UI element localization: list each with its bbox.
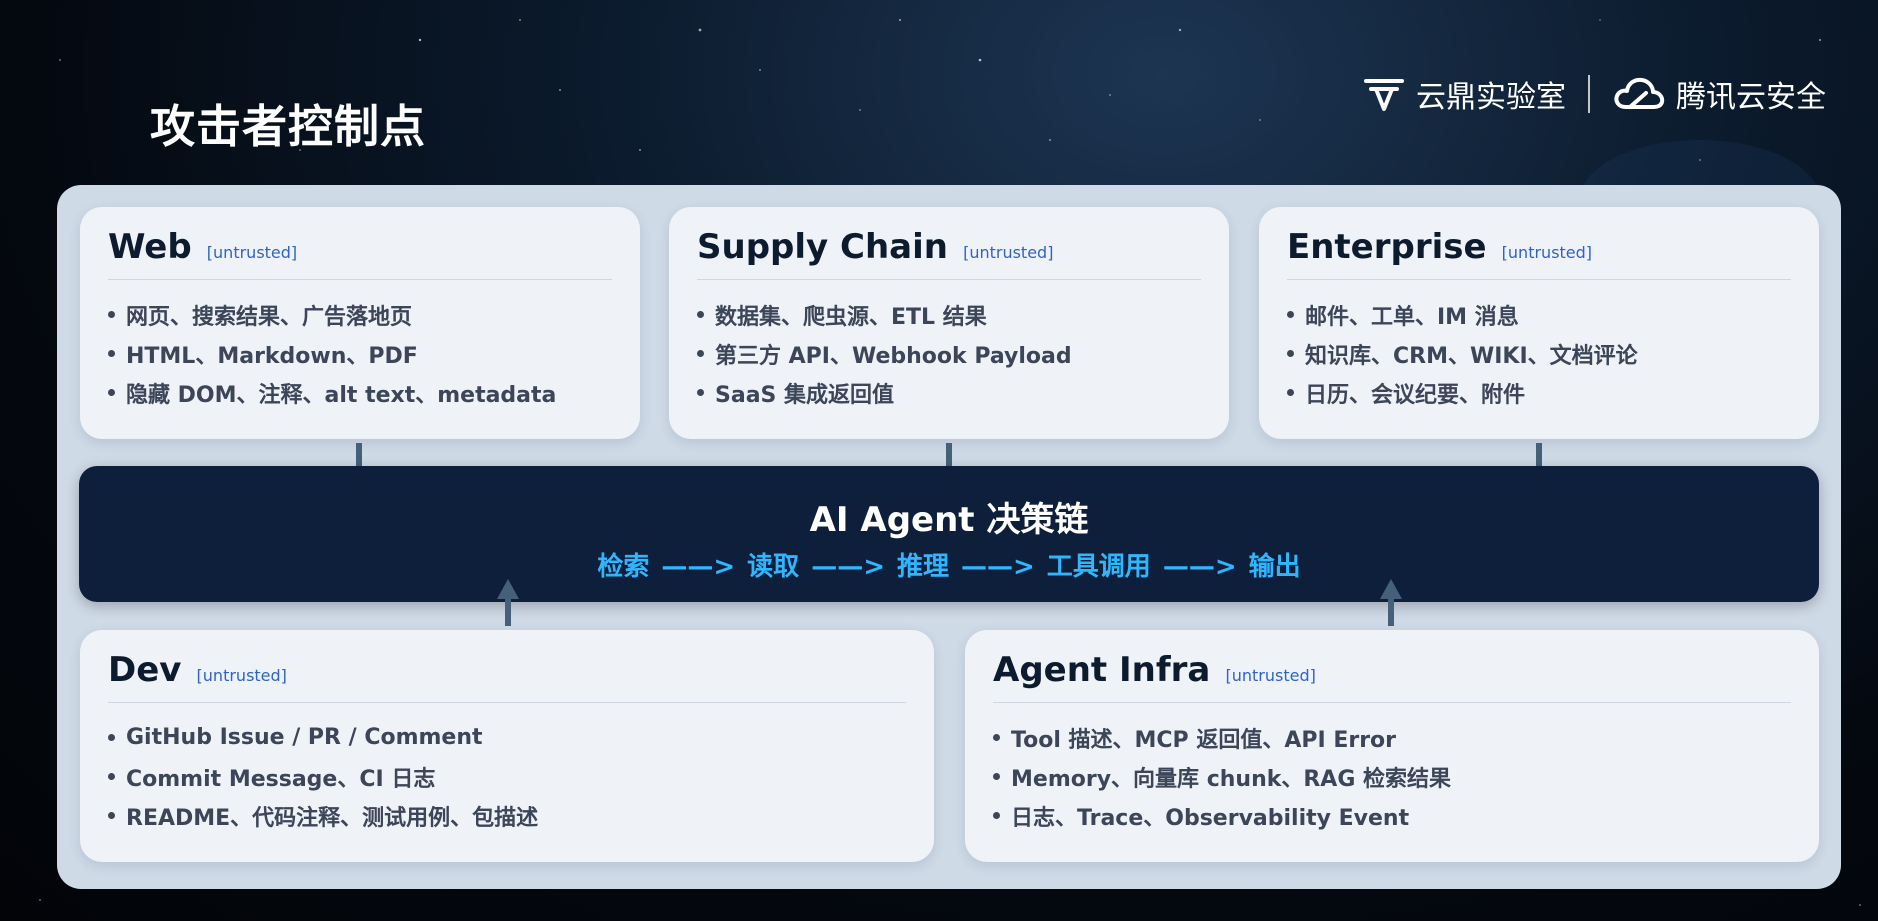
decision-chain-flow: 检索 ——> 读取 ——> 推理 ——> 工具调用 ——> 输出: [79, 546, 1819, 583]
untrusted-tag: [untrusted]: [206, 243, 298, 262]
up-arrow-icon: [1380, 579, 1402, 626]
list-item: Commit Message、CI 日志: [108, 757, 914, 796]
card-header: Enterprise [untrusted]: [1287, 227, 1791, 280]
card-header: Dev [untrusted]: [108, 650, 906, 703]
source-card-web: Web [untrusted] 网页、搜索结果、广告落地页 HTML、Markd…: [80, 207, 640, 439]
bullet-icon: [1287, 389, 1294, 396]
source-card-supply-chain: Supply Chain [untrusted] 数据集、爬虫源、ETL 结果 …: [669, 207, 1229, 439]
item-text: 邮件、工单、IM 消息: [1305, 304, 1519, 330]
list-item: 第三方 API、Webhook Payload: [697, 334, 1209, 373]
yunding-lab-logo: 云鼎实验室: [1362, 72, 1566, 116]
bullet-icon: [108, 812, 115, 819]
flow-arrow: ——>: [661, 552, 736, 582]
item-text: 数据集、爬虫源、ETL 结果: [715, 304, 987, 330]
ai-agent-decision-chain: AI Agent 决策链 检索 ——> 读取 ——> 推理 ——> 工具调用 ——> 输出: [79, 466, 1819, 602]
decision-chain-title: AI Agent 决策链: [809, 500, 1089, 540]
bullet-icon: [108, 389, 115, 396]
flow-step-output: 输出: [1248, 552, 1301, 582]
item-text: Tool 描述、MCP 返回值、API Error: [1011, 727, 1397, 753]
bullet-icon: [993, 812, 1000, 819]
card-header: Web [untrusted]: [108, 227, 612, 280]
card-item-list: 数据集、爬虫源、ETL 结果 第三方 API、Webhook Payload S…: [697, 295, 1209, 412]
item-text: Memory、向量库 chunk、RAG 检索结果: [1011, 766, 1452, 792]
flow-arrow: ——>: [961, 552, 1035, 582]
card-header: Agent Infra [untrusted]: [993, 650, 1791, 703]
bullet-icon: [108, 350, 115, 357]
bullet-icon: [993, 734, 1000, 741]
flow-arrow: ——>: [1162, 552, 1237, 582]
flow-step-reason: 推理: [896, 552, 949, 582]
list-item: 数据集、爬虫源、ETL 结果: [697, 295, 1209, 334]
list-item: 日志、Trace、Observability Event: [993, 796, 1799, 835]
item-text: GitHub Issue / PR / Comment: [126, 725, 483, 750]
card-title: Supply Chain: [697, 227, 948, 267]
list-item: HTML、Markdown、PDF: [108, 334, 620, 373]
item-text: SaaS 集成返回值: [715, 382, 895, 408]
card-item-list: Tool 描述、MCP 返回值、API Error Memory、向量库 chu…: [993, 718, 1799, 835]
list-item: README、代码注释、测试用例、包描述: [108, 796, 914, 835]
bullet-icon: [697, 389, 704, 396]
bullet-icon: [108, 311, 115, 318]
item-text: 第三方 API、Webhook Payload: [715, 343, 1072, 369]
logo-bar: 云鼎实验室 腾讯云安全: [1362, 66, 1826, 122]
list-item: 隐藏 DOM、注释、alt text、metadata: [108, 373, 620, 412]
untrusted-tag: [untrusted]: [963, 243, 1054, 262]
list-item: Tool 描述、MCP 返回值、API Error: [993, 718, 1799, 757]
list-item: 日历、会议纪要、附件: [1287, 373, 1799, 412]
item-text: 隐藏 DOM、注释、alt text、metadata: [126, 382, 557, 408]
bullet-icon: [108, 734, 115, 741]
card-item-list: 网页、搜索结果、广告落地页 HTML、Markdown、PDF 隐藏 DOM、注…: [108, 295, 620, 412]
flow-arrow: ——>: [811, 552, 885, 582]
yunding-lab-name: 云鼎实验室: [1416, 80, 1566, 115]
item-text: 网页、搜索结果、广告落地页: [126, 304, 413, 330]
item-text: HTML、Markdown、PDF: [126, 343, 418, 369]
list-item: 知识库、CRM、WIKI、文档评论: [1287, 334, 1799, 373]
logo-divider: [1588, 75, 1590, 113]
list-item: Memory、向量库 chunk、RAG 检索结果: [993, 757, 1799, 796]
card-item-list: GitHub Issue / PR / Comment Commit Messa…: [108, 718, 914, 835]
up-arrow-icon: [497, 579, 519, 626]
bullet-icon: [697, 350, 704, 357]
card-title: Dev: [108, 650, 182, 690]
bullet-icon: [1287, 311, 1294, 318]
cloud-icon: [1614, 77, 1665, 109]
untrusted-tag: [untrusted]: [1501, 243, 1593, 262]
card-title: Enterprise: [1287, 227, 1487, 267]
page-title: 攻击者控制点: [150, 100, 427, 153]
tencent-cloud-security-name: 腾讯云安全: [1676, 80, 1826, 115]
flow-step-retrieve: 检索: [597, 552, 650, 582]
tencent-cloud-security-logo: 腾讯云安全: [1612, 72, 1826, 116]
source-card-enterprise: Enterprise [untrusted] 邮件、工单、IM 消息 知识库、C…: [1259, 207, 1819, 439]
item-text: Commit Message、CI 日志: [126, 766, 436, 792]
item-text: 知识库、CRM、WIKI、文档评论: [1305, 343, 1638, 369]
list-item: SaaS 集成返回值: [697, 373, 1209, 412]
flow-step-tool-call: 工具调用: [1046, 552, 1151, 582]
card-item-list: 邮件、工单、IM 消息 知识库、CRM、WIKI、文档评论 日历、会议纪要、附件: [1287, 295, 1799, 412]
bullet-icon: [993, 773, 1000, 780]
item-text: 日志、Trace、Observability Event: [1011, 805, 1410, 831]
card-title: Web: [108, 227, 192, 267]
bullet-icon: [697, 311, 704, 318]
list-item: 邮件、工单、IM 消息: [1287, 295, 1799, 334]
untrusted-tag: [untrusted]: [1225, 666, 1316, 685]
yunding-shield-icon: [1364, 79, 1404, 111]
item-text: 日历、会议纪要、附件: [1305, 382, 1526, 408]
card-title: Agent Infra: [993, 650, 1211, 690]
list-item: GitHub Issue / PR / Comment: [108, 718, 914, 757]
item-text: README、代码注释、测试用例、包描述: [126, 805, 539, 831]
source-card-agent-infra: Agent Infra [untrusted] Tool 描述、MCP 返回值、…: [965, 630, 1819, 862]
source-card-dev: Dev [untrusted] GitHub Issue / PR / Comm…: [80, 630, 934, 862]
bullet-icon: [108, 773, 115, 780]
untrusted-tag: [untrusted]: [196, 666, 287, 685]
card-header: Supply Chain [untrusted]: [697, 227, 1201, 280]
flow-step-read: 读取: [747, 552, 800, 582]
bullet-icon: [1287, 350, 1294, 357]
list-item: 网页、搜索结果、广告落地页: [108, 295, 620, 334]
